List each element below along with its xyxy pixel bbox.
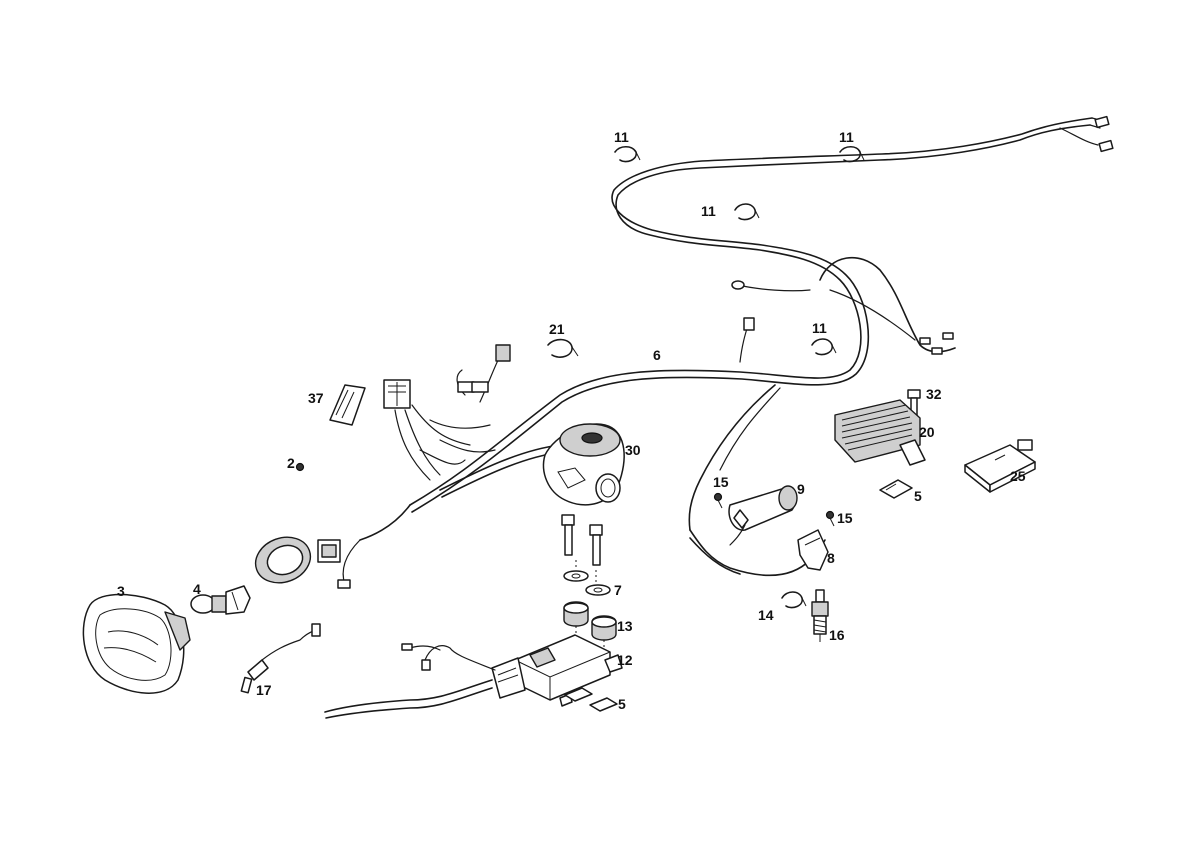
headlight-3 <box>82 593 191 694</box>
callout-11d: 11 <box>812 320 827 336</box>
headlight-bulb-4 <box>190 585 251 615</box>
callout-5b: 5 <box>618 696 626 712</box>
callout-9: 9 <box>797 481 805 497</box>
callout-15a: 15 <box>713 474 729 490</box>
callout-6: 6 <box>653 347 661 363</box>
callout-17: 17 <box>256 682 272 698</box>
handlebar-switch-30 <box>542 423 625 506</box>
cable-clamp-11a <box>614 145 641 163</box>
bolt-right <box>589 524 603 566</box>
voltage-regulator-20 <box>834 399 926 466</box>
clip-nut-5a <box>879 479 913 499</box>
callout-11b: 11 <box>839 129 854 145</box>
callout-12: 12 <box>617 652 633 668</box>
relay-holder-37 <box>329 384 366 426</box>
cdi-wiring <box>324 643 496 719</box>
callout-15b: 15 <box>837 510 853 526</box>
callout-11a: 11 <box>614 129 629 145</box>
callout-16: 16 <box>829 627 845 643</box>
rubber-13-right <box>591 615 617 641</box>
callout-37: 37 <box>308 390 324 406</box>
washer-7-left <box>563 570 589 582</box>
ignition-coil-9 <box>689 485 826 577</box>
callout-11c: 11 <box>701 203 716 219</box>
callout-13: 13 <box>617 618 633 634</box>
screw-15b <box>825 510 835 527</box>
cable-clamp-11c <box>734 203 760 221</box>
rubber-13-left <box>563 601 589 627</box>
callout-labels: 11 11 11 11 21 6 37 2 30 32 20 25 5 9 15… <box>117 129 1026 712</box>
cable-clamp-21 <box>547 338 579 358</box>
main-wiring-harness <box>317 115 1114 589</box>
washer-7-right <box>585 584 611 596</box>
callout-4: 4 <box>193 581 201 597</box>
screw-15a <box>713 492 723 509</box>
callout-2: 2 <box>287 455 295 471</box>
spark-plug-16 <box>811 589 829 642</box>
callout-3: 3 <box>117 583 125 599</box>
callout-21: 21 <box>549 321 565 337</box>
callout-7: 7 <box>614 582 622 598</box>
callout-5a: 5 <box>914 488 922 504</box>
cable-clamp-11d <box>811 338 837 356</box>
callout-8: 8 <box>827 550 835 566</box>
callout-30: 30 <box>625 442 641 458</box>
sensor-17 <box>240 623 321 694</box>
screw-2 <box>295 462 305 472</box>
callout-25: 25 <box>1010 468 1026 484</box>
bolt-left <box>561 514 575 556</box>
spark-plug-cap-8 <box>797 529 829 571</box>
callout-32: 32 <box>926 386 942 402</box>
cable-clamp-14 <box>781 591 807 609</box>
callout-14: 14 <box>758 607 774 623</box>
relay-25 <box>964 439 1036 493</box>
callout-20: 20 <box>919 424 935 440</box>
cable-clamp-11b <box>839 145 865 163</box>
cdi-unit-12 <box>491 634 623 707</box>
headlight-ring <box>254 536 312 584</box>
clip-nut-5b <box>564 687 618 712</box>
